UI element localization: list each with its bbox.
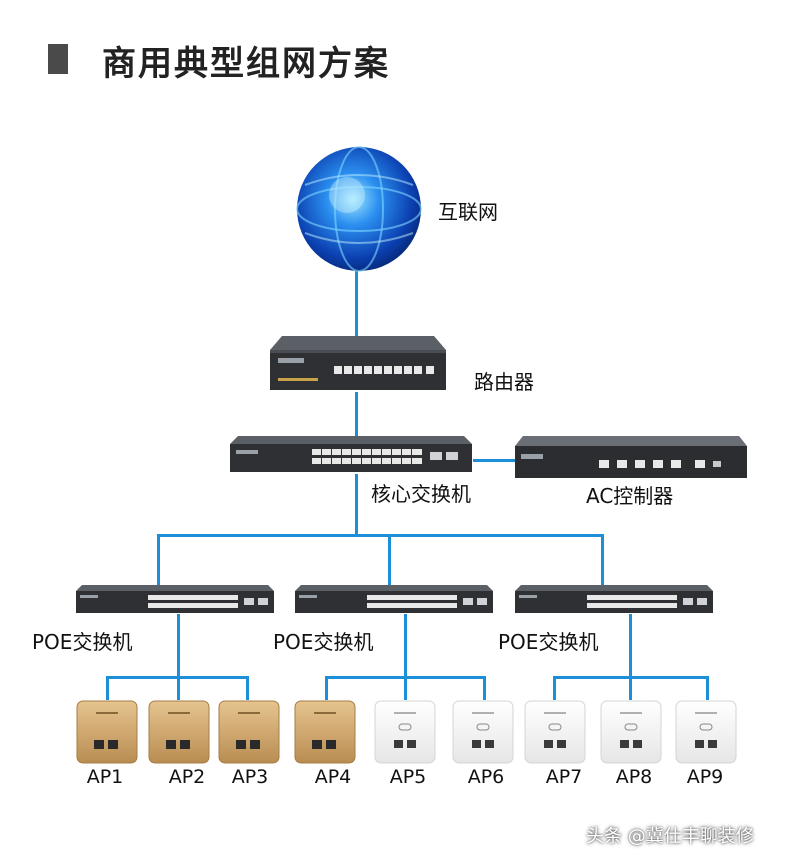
poe-switch-2-icon bbox=[295, 585, 493, 613]
internet-label: 互联网 bbox=[438, 200, 498, 224]
link-ap9 bbox=[706, 676, 709, 700]
ac-controller-label: AC控制器 bbox=[586, 484, 674, 508]
access-point-8-label: AP8 bbox=[615, 766, 653, 788]
poe-switch-3-icon bbox=[515, 585, 713, 613]
access-point-5-icon bbox=[374, 700, 436, 764]
poe-switch-1-label: POE交换机 bbox=[32, 630, 133, 654]
access-point-2-icon bbox=[148, 700, 210, 764]
access-point-4-label: AP4 bbox=[314, 766, 352, 788]
ac-controller-icon bbox=[515, 436, 747, 478]
link-ap3 bbox=[246, 676, 249, 700]
link-poe2-down bbox=[404, 614, 407, 678]
core-switch-icon bbox=[230, 436, 472, 472]
access-point-7-icon bbox=[524, 700, 586, 764]
core-switch-label: 核心交换机 bbox=[371, 482, 471, 506]
access-point-8-icon bbox=[600, 700, 662, 764]
link-dist-poe2 bbox=[388, 534, 391, 586]
poe-switch-1-icon bbox=[76, 585, 274, 613]
title-marker bbox=[48, 44, 68, 74]
link-poe3-down bbox=[629, 614, 632, 678]
access-point-2-label: AP2 bbox=[168, 766, 206, 788]
page-title: 商用典型组网方案 bbox=[102, 44, 390, 84]
access-point-3-label: AP3 bbox=[231, 766, 269, 788]
access-point-5-label: AP5 bbox=[389, 766, 427, 788]
access-point-9-label: AP9 bbox=[686, 766, 724, 788]
link-core-trunk bbox=[355, 474, 358, 536]
link-poe1-down bbox=[177, 614, 180, 678]
poe-switch-3-label: POE交换机 bbox=[498, 630, 599, 654]
globe-icon bbox=[296, 146, 422, 272]
link-core-ac bbox=[473, 459, 515, 462]
router-label: 路由器 bbox=[474, 370, 534, 394]
access-point-6-icon bbox=[452, 700, 514, 764]
link-dist-poe3 bbox=[601, 534, 604, 586]
link-ap5 bbox=[404, 676, 407, 700]
access-point-7-label: AP7 bbox=[545, 766, 583, 788]
access-point-1-label: AP1 bbox=[86, 766, 124, 788]
access-point-4-icon bbox=[294, 700, 356, 764]
link-router-core bbox=[355, 392, 358, 438]
router-icon bbox=[270, 336, 446, 390]
access-point-3-icon bbox=[218, 700, 280, 764]
link-dist-poe1 bbox=[157, 534, 160, 586]
link-ap6 bbox=[483, 676, 486, 700]
link-ap7 bbox=[553, 676, 556, 700]
link-ap8 bbox=[629, 676, 632, 700]
link-core-distribution bbox=[157, 534, 604, 537]
access-point-6-label: AP6 bbox=[467, 766, 505, 788]
link-ap1 bbox=[106, 676, 109, 700]
link-ap4 bbox=[325, 676, 328, 700]
link-ap2 bbox=[177, 676, 180, 700]
poe-switch-2-label: POE交换机 bbox=[273, 630, 374, 654]
link-internet-router bbox=[355, 268, 358, 338]
access-point-9-icon bbox=[675, 700, 737, 764]
watermark: 头条 @冀仕丰聊装修 bbox=[586, 826, 754, 847]
access-point-1-icon bbox=[76, 700, 138, 764]
